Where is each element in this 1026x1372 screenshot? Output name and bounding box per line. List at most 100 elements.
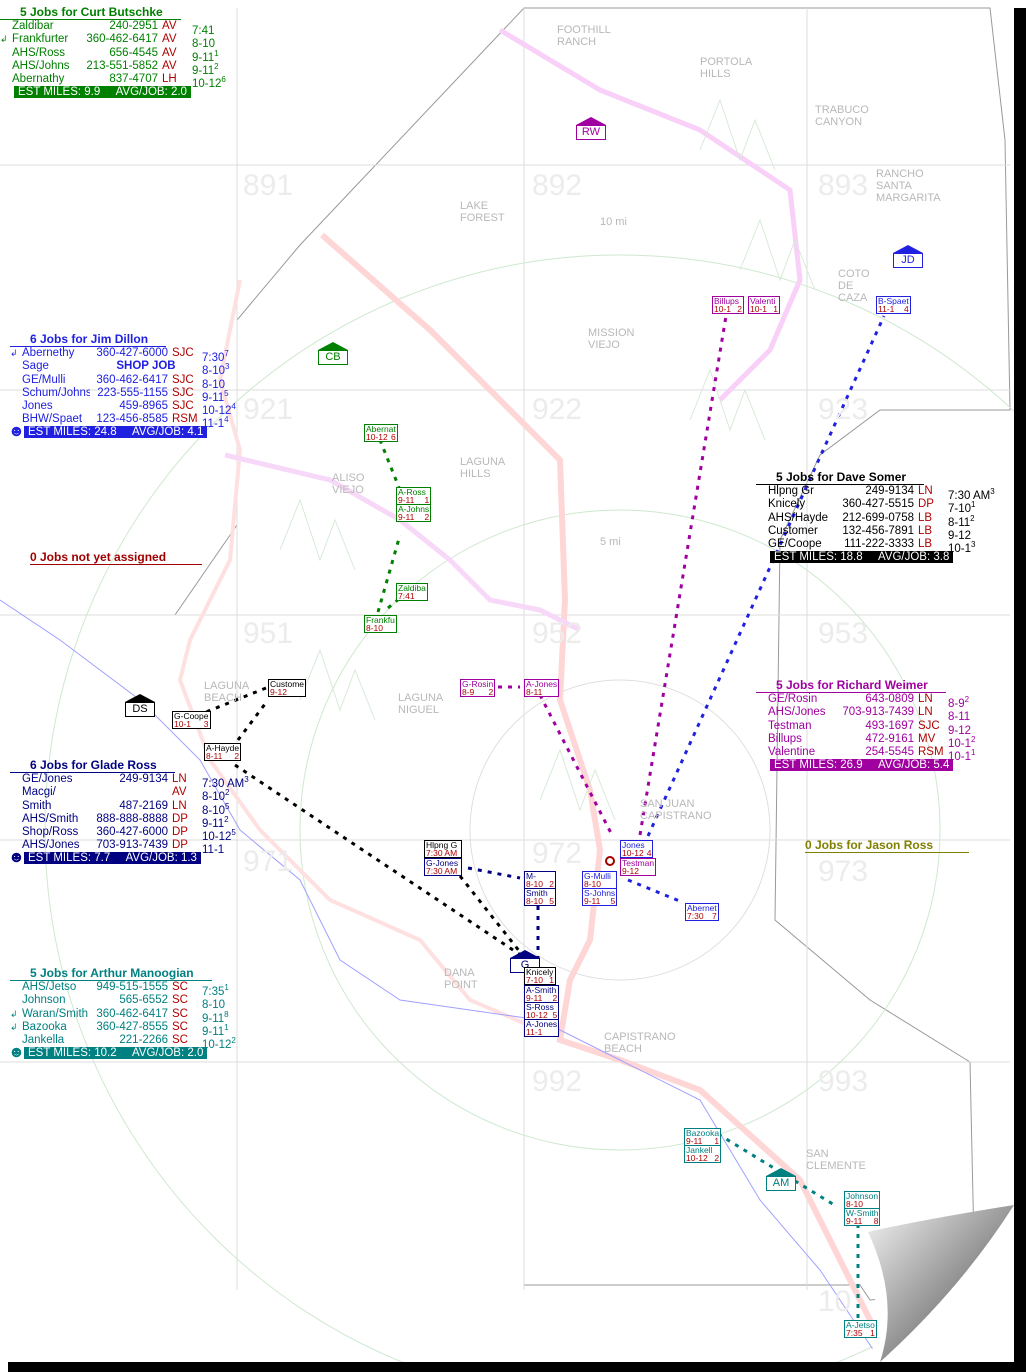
- technician-title[interactable]: 6 Jobs for Glade Ross: [10, 758, 175, 774]
- jason-ross-jobs-label[interactable]: 0 Jobs for Jason Ross: [805, 838, 970, 853]
- house-marker-am[interactable]: AM: [766, 1168, 796, 1191]
- house-marker-jd[interactable]: JD: [893, 245, 923, 268]
- technician-title[interactable]: 5 Jobs for Arthur Manoogian: [10, 966, 212, 982]
- technician-title[interactable]: 5 Jobs for Dave Somer: [756, 470, 925, 486]
- unassigned-jobs-label[interactable]: 0 Jobs not yet assigned: [30, 550, 203, 565]
- technician-title[interactable]: 6 Jobs for Jim Dillon: [10, 332, 167, 348]
- technician-title[interactable]: 5 Jobs for Curt Butschke: [0, 5, 181, 21]
- technician-title[interactable]: 5 Jobs for Richard Weimer: [756, 678, 946, 694]
- house-marker-cb[interactable]: CB: [318, 342, 348, 365]
- house-marker-rw[interactable]: RW: [576, 117, 606, 140]
- house-marker-ds[interactable]: DS: [125, 694, 155, 717]
